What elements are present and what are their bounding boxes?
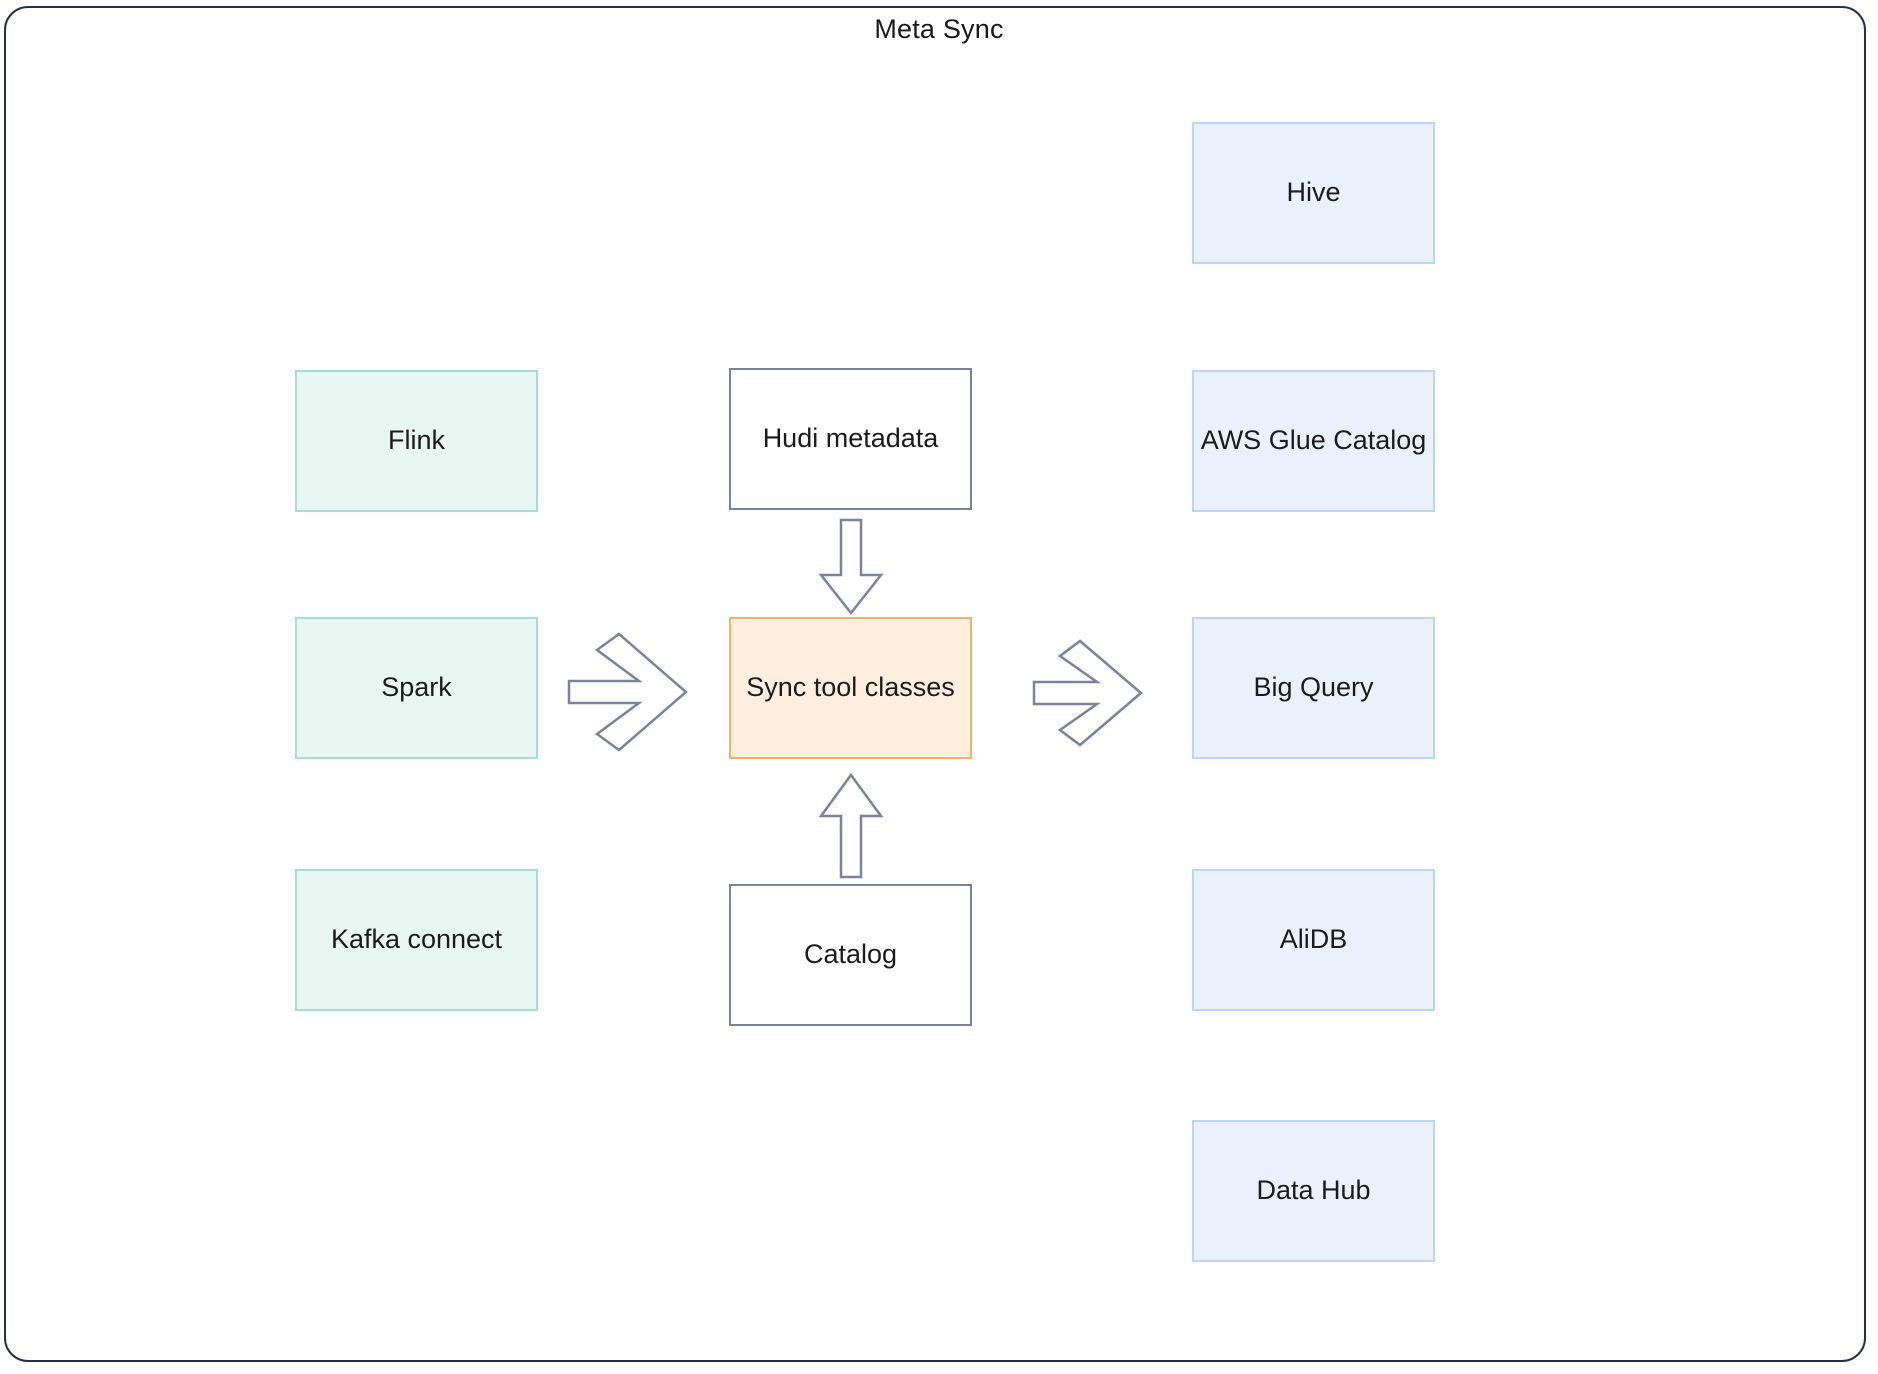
diagram-title: Meta Sync <box>874 14 1004 44</box>
node-sync-tool-classes[interactable]: Sync tool classes <box>729 617 972 759</box>
node-kafka-connect-label: Kafka connect <box>330 923 503 954</box>
arrow-catalog-to-sync-icon <box>818 772 884 880</box>
arrow-hudi-to-sync-icon <box>818 518 884 616</box>
node-alidb-label: AliDB <box>1279 923 1348 954</box>
node-aws-glue-catalog-label: AWS Glue Catalog <box>1200 424 1427 455</box>
node-hive-label: Hive <box>1286 176 1341 207</box>
node-flink-label: Flink <box>387 424 445 455</box>
node-alidb[interactable]: AliDB <box>1192 869 1435 1011</box>
node-hudi-metadata-label: Hudi metadata <box>762 422 939 453</box>
node-spark-label: Spark <box>381 671 452 702</box>
node-spark[interactable]: Spark <box>295 617 538 759</box>
arrow-sources-to-sync-icon <box>565 630 690 755</box>
node-data-hub-label: Data Hub <box>1256 1174 1371 1205</box>
node-catalog-label: Catalog <box>803 938 898 969</box>
node-hudi-metadata[interactable]: Hudi metadata <box>729 368 972 510</box>
node-kafka-connect[interactable]: Kafka connect <box>295 869 538 1011</box>
node-hive[interactable]: Hive <box>1192 122 1435 264</box>
node-big-query-label: Big Query <box>1253 671 1374 702</box>
node-sync-tool-classes-label: Sync tool classes <box>746 671 955 702</box>
node-catalog[interactable]: Catalog <box>729 884 972 1026</box>
node-big-query[interactable]: Big Query <box>1192 617 1435 759</box>
arrow-sync-to-targets-icon <box>1030 637 1145 749</box>
node-aws-glue-catalog[interactable]: AWS Glue Catalog <box>1192 370 1435 512</box>
node-data-hub[interactable]: Data Hub <box>1192 1120 1435 1262</box>
node-flink[interactable]: Flink <box>295 370 538 512</box>
